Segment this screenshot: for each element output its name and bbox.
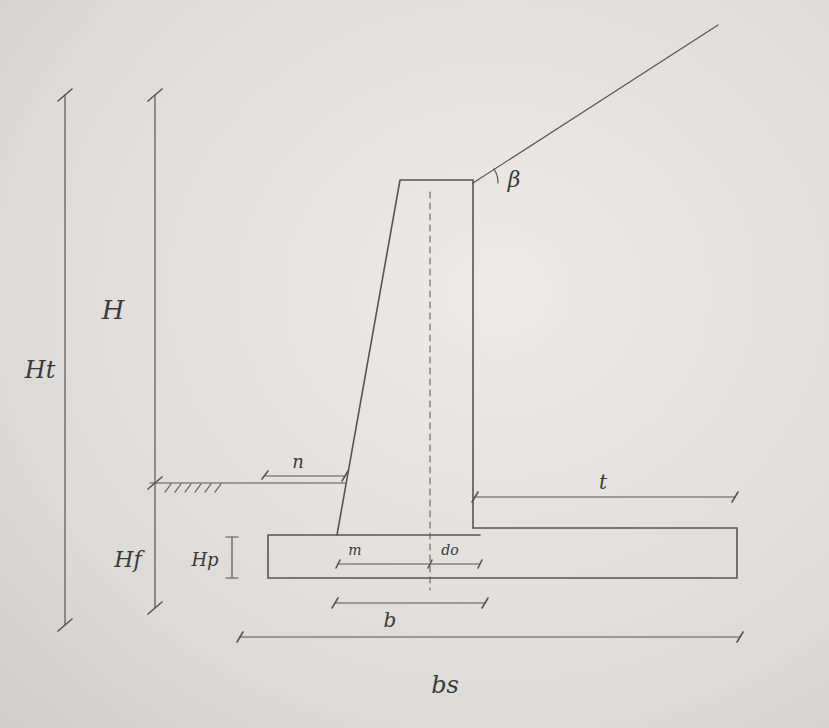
dimension-label: Hf bbox=[114, 549, 141, 571]
dimension-label: H bbox=[102, 297, 125, 323]
dimension-label: t bbox=[599, 472, 607, 492]
dimension-label: m bbox=[348, 543, 361, 557]
angle-label: β bbox=[508, 169, 521, 191]
dimension-label: Ht bbox=[25, 358, 56, 382]
dimension-label: Hp bbox=[191, 551, 218, 569]
dimension-label: n bbox=[292, 453, 304, 471]
dimension-label: do bbox=[441, 543, 458, 557]
dimension-label: bs bbox=[431, 673, 459, 697]
dimension-label: b bbox=[384, 610, 397, 630]
